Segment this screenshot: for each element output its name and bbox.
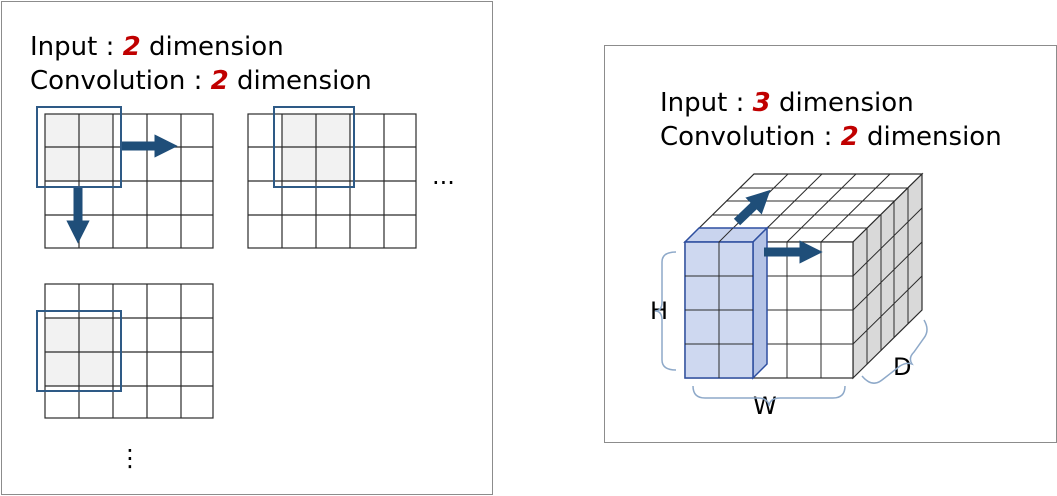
grid-2-kernel-border: [273, 106, 355, 188]
left-input-label: Input :: [30, 32, 123, 62]
width-brace: [692, 385, 846, 407]
vertical-ellipsis: ⋮: [118, 444, 142, 472]
left-input-dimension-text: Input : 2 dimension: [30, 32, 284, 62]
grid-1-lines: [44, 113, 214, 249]
volume-3d-input: [683, 172, 924, 380]
right-input-label: Input :: [660, 88, 753, 118]
right-convolution-label: Convolution :: [660, 122, 841, 152]
right-input-number: 3: [752, 88, 771, 118]
left-input-suffix: dimension: [140, 32, 284, 62]
right-input-dimension-text: Input : 3 dimension: [660, 88, 914, 118]
grid-2-input-with-kernel-shifted-right: [247, 106, 417, 249]
grid-1-kernel-border: [36, 106, 122, 188]
right-convolution-suffix: dimension: [858, 122, 1002, 152]
grid-3-kernel-border: [36, 310, 122, 392]
label-height-h: H: [650, 297, 669, 325]
grid-1-input-with-kernel-top-left: [36, 106, 214, 249]
left-convolution-dimension-text: Convolution : 2 dimension: [30, 66, 372, 96]
label-depth-d: D: [893, 353, 912, 381]
volume-depth-arrow: [733, 189, 771, 226]
left-convolution-number: 2: [210, 66, 229, 96]
grid-3-input-with-kernel-shifted-down: [36, 283, 214, 419]
height-brace: [654, 251, 677, 371]
grid-2-lines: [247, 113, 417, 249]
right-input-suffix: dimension: [770, 88, 914, 118]
right-convolution-dimension-text: Convolution : 2 dimension: [660, 122, 1002, 152]
grid-3-lines: [44, 283, 214, 419]
left-input-number: 2: [122, 32, 141, 62]
label-width-w: W: [753, 392, 777, 420]
left-convolution-label: Convolution :: [30, 66, 211, 96]
horizontal-ellipsis: ...: [432, 162, 455, 190]
volume-kernel-grid: [685, 227, 753, 378]
right-convolution-number: 2: [840, 122, 859, 152]
left-convolution-suffix: dimension: [228, 66, 372, 96]
volume-side-face-grid: [852, 188, 923, 364]
depth-brace: [861, 319, 928, 384]
